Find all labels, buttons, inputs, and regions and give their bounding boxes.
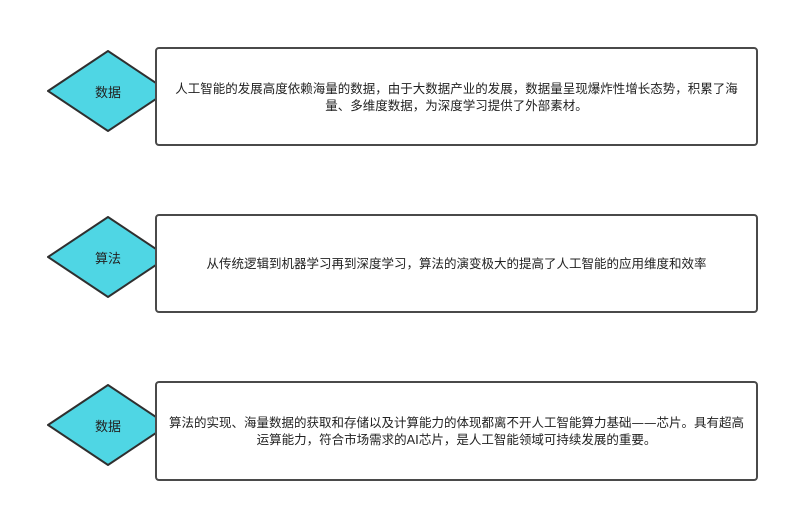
description-text: 人工智能的发展高度依赖海量的数据，由于大数据产业的发展，数据量呈现爆炸性增长态势… (175, 80, 738, 113)
diamond-label: 数据 (94, 85, 121, 101)
diamond-node: 算法 (47, 216, 169, 298)
description-box: 从传统逻辑到机器学习再到深度学习，算法的演变极大的提高了人工智能的应用维度和效率 (155, 214, 758, 313)
diamond-node: 数据 (47, 50, 169, 132)
diamond-label: 数据 (94, 419, 121, 435)
description-box: 算法的实现、海量数据的获取和存储以及计算能力的体现都离不开人工智能算力基础——芯… (155, 381, 758, 481)
diamond-label: 算法 (94, 251, 121, 267)
description-box: 人工智能的发展高度依赖海量的数据，由于大数据产业的发展，数据量呈现爆炸性增长态势… (155, 47, 758, 146)
description-text: 算法的实现、海量数据的获取和存储以及计算能力的体现都离不开人工智能算力基础——芯… (169, 415, 745, 447)
diamond-node: 数据 (47, 384, 169, 466)
description-text: 从传统逻辑到机器学习再到深度学习，算法的演变极大的提高了人工智能的应用维度和效率 (206, 256, 707, 271)
